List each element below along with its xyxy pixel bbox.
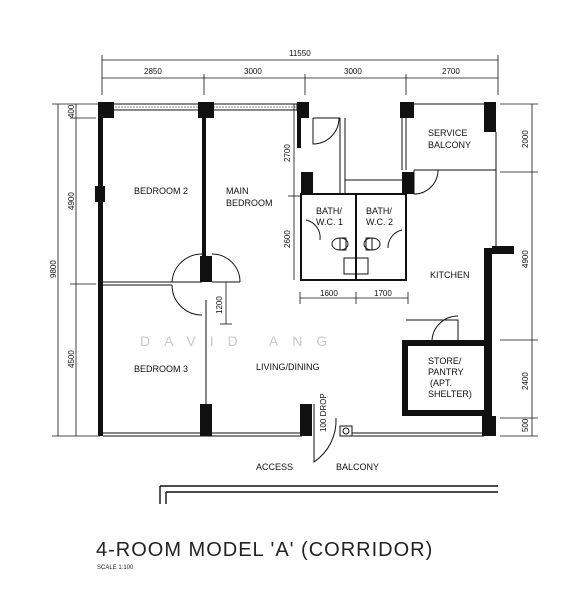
label-service-balcony-1: SERVICE: [428, 128, 467, 138]
dim-top-1: 2850: [144, 67, 162, 76]
plan-scale: SCALE 1:100: [97, 565, 134, 571]
walls: [95, 102, 514, 504]
dim-right-1: 2000: [521, 130, 530, 148]
label-balcony: BALCONY: [336, 462, 379, 472]
label-main-bedroom-2: BEDROOM: [226, 198, 273, 208]
fixtures: [331, 237, 381, 275]
label-access: ACCESS: [256, 462, 293, 472]
watermark-text: DAVID ANG: [140, 333, 341, 349]
dim-inner-1: 2700: [283, 144, 292, 162]
plan-title: 4-ROOM MODEL 'A' (CORRIDOR): [96, 539, 433, 561]
dim-inner-2: 2600: [283, 230, 292, 248]
dim-top-3: 3000: [344, 67, 362, 76]
dim-left-1: 400: [67, 104, 76, 118]
label-bath-2-line1: BATH/: [366, 206, 392, 216]
door-drop-note: 100 DROP: [319, 393, 328, 432]
dim-corridor: 1200: [215, 296, 224, 314]
label-main-bedroom-1: MAIN: [226, 186, 249, 196]
top-dimensions: 11550 2850 3000 3000 2700: [101, 49, 499, 95]
right-dimensions: 2000 4900 2400 500: [500, 103, 538, 437]
dim-right-3: 2400: [521, 372, 530, 390]
label-bath-1-line2: W.C. 1: [316, 217, 343, 227]
label-bedroom-2: BEDROOM 2: [134, 186, 188, 196]
label-store-1: STORE/: [428, 356, 462, 366]
dim-bath-2: 1700: [374, 289, 392, 298]
dim-top-4: 2700: [442, 67, 460, 76]
label-store-2: PANTRY: [428, 367, 464, 377]
label-bath-2-line2: W.C. 2: [366, 217, 393, 227]
dim-right-4: 500: [521, 418, 530, 432]
doors: 100 DROP: [171, 117, 459, 463]
label-bath-1-line1: BATH/: [316, 206, 342, 216]
inner-dimensions: 2700 2600 1600 1700 1200: [215, 104, 409, 325]
dim-bath-1: 1600: [320, 289, 338, 298]
label-kitchen: KITCHEN: [430, 270, 470, 280]
label-bedroom-3: BEDROOM 3: [134, 364, 188, 374]
label-living-dining: LIVING/DINING: [256, 362, 320, 372]
dim-left-2: 4900: [67, 192, 76, 210]
room-labels: BEDROOM 2 MAIN BEDROOM SERVICE BALCONY B…: [134, 128, 472, 472]
dim-right-2: 4900: [521, 250, 530, 268]
label-service-balcony-2: BALCONY: [428, 140, 471, 150]
label-store-4: SHELTER): [428, 389, 472, 399]
left-dimensions: 9800 400 4900 4500: [49, 103, 100, 437]
basin-icon: [343, 257, 369, 275]
dim-overall-width: 11550: [289, 49, 311, 58]
dim-overall-depth: 9800: [49, 260, 58, 278]
dim-top-2: 3000: [244, 67, 262, 76]
label-store-3: (APT.: [430, 378, 452, 388]
dim-left-3: 4500: [67, 350, 76, 368]
